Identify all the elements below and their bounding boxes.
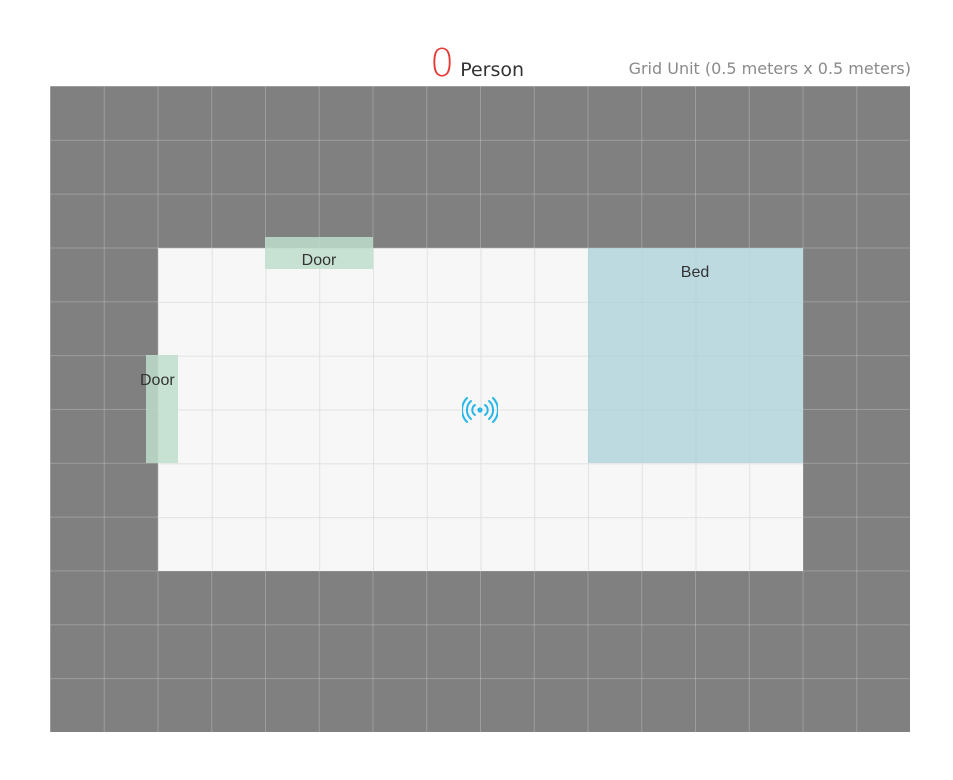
door-top[interactable]: Door bbox=[265, 237, 373, 269]
person-count-value: 0 bbox=[430, 41, 455, 85]
radar-sensor-icon[interactable] bbox=[462, 397, 498, 423]
door-top-label: Door bbox=[301, 252, 337, 269]
person-counter: 0 Person bbox=[430, 44, 524, 82]
door-left-label: Door bbox=[140, 372, 175, 389]
bed-label: Bed bbox=[680, 263, 710, 281]
floor-plan-grid[interactable]: Bed Door Door bbox=[50, 86, 910, 732]
bed-zone[interactable]: Bed bbox=[587, 247, 803, 463]
door-left[interactable]: Door bbox=[140, 355, 178, 463]
person-count-label: Person bbox=[460, 59, 525, 81]
grid-unit-label: Grid Unit (0.5 meters x 0.5 meters) bbox=[628, 59, 911, 78]
